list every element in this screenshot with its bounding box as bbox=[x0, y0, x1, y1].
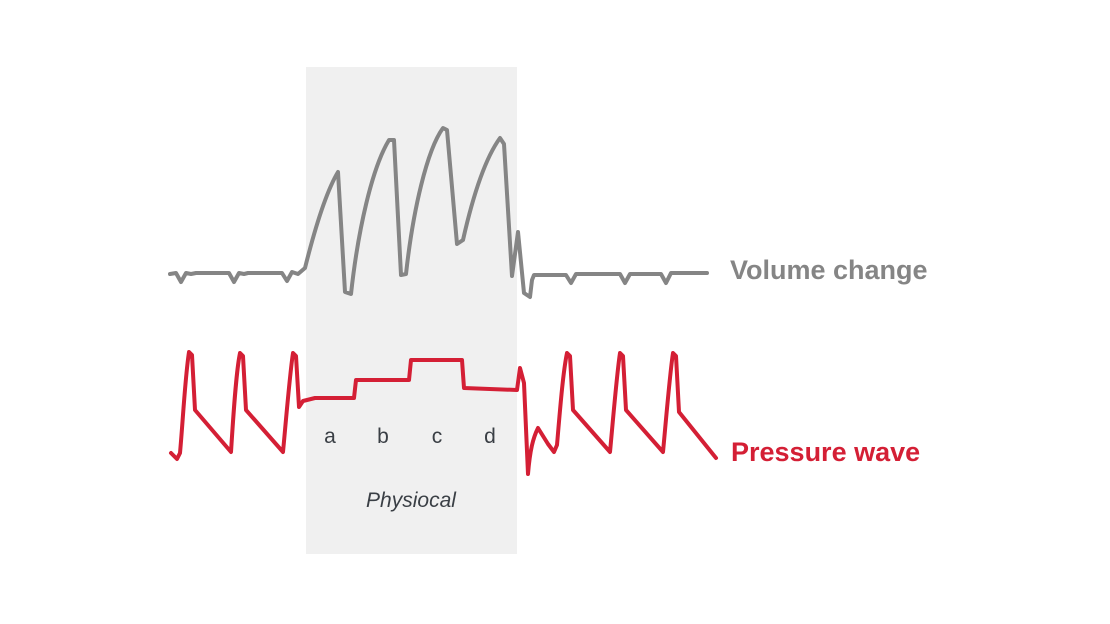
physiocal-caption: Physiocal bbox=[366, 489, 457, 512]
physiocal-region bbox=[306, 67, 517, 554]
phase-label-a: a bbox=[324, 425, 336, 448]
phase-label-b: b bbox=[377, 425, 389, 448]
phase-label-c: c bbox=[432, 425, 443, 448]
pressure-wave-waveform bbox=[169, 350, 718, 476]
pressure-wave-label: Pressure wave bbox=[731, 437, 920, 467]
phase-label-d: d bbox=[484, 425, 496, 448]
volume-change-label: Volume change bbox=[730, 255, 928, 285]
volume-change-waveform bbox=[168, 126, 709, 299]
